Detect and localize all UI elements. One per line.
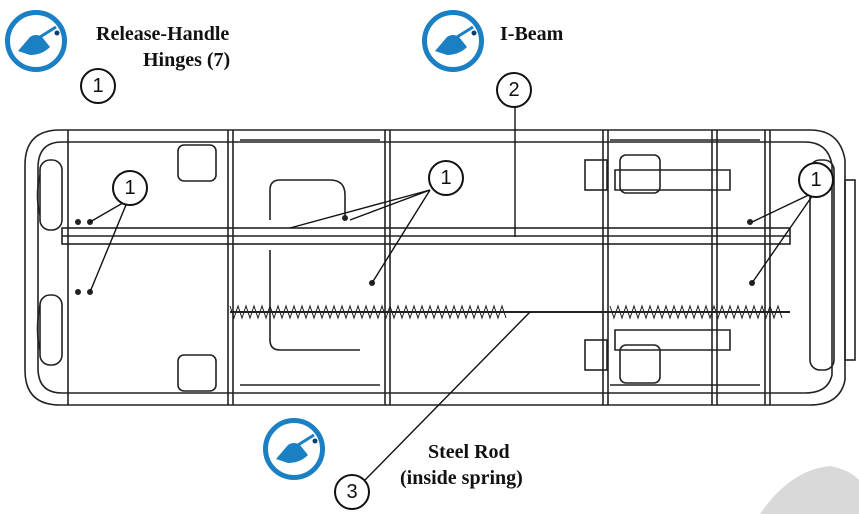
release-handle-label-line2: Hinges (7)	[143, 49, 231, 71]
callout-1-left: 1	[112, 170, 148, 206]
release-handle-label-line1: Release-Handle	[96, 23, 230, 45]
callout-3-steel-rod: 3	[334, 474, 370, 510]
oil-can-icon	[422, 10, 484, 72]
callout-1-center: 1	[428, 160, 464, 196]
callout-1-top: 1	[80, 68, 116, 104]
ibeam-label: I-Beam	[500, 23, 564, 45]
callout-1-right: 1	[798, 162, 834, 198]
oil-can-icon	[5, 10, 67, 72]
callout-2-ibeam: 2	[496, 72, 532, 108]
steel-rod-label-line1: Steel Rod	[428, 441, 510, 463]
oil-can-icon	[263, 418, 325, 480]
steel-rod-label-line2: (inside spring)	[400, 467, 523, 489]
